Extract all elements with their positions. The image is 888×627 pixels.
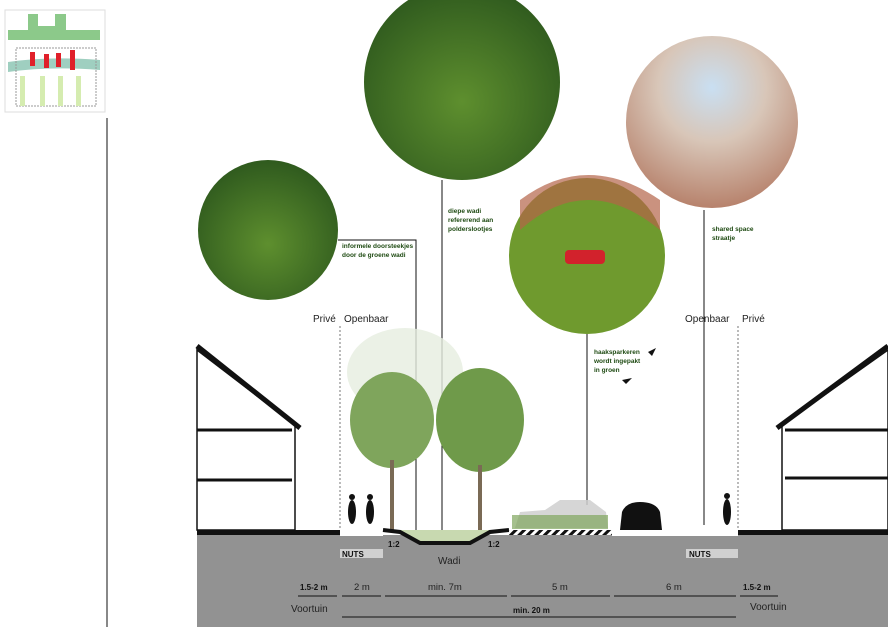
total-width-label: min. 20 m <box>513 606 550 615</box>
annotation-line: informele doorsteekjes <box>342 243 414 250</box>
annotation-line: door de groene wadi <box>342 252 406 259</box>
annotation-line: wordt ingepakt <box>593 358 641 365</box>
dimension-label: 1.5-2 m <box>300 583 328 592</box>
dimension-label: 1.5-2 m <box>743 583 771 592</box>
label-prive-right: Privé <box>742 314 765 325</box>
nuts-zone-right <box>686 549 738 558</box>
nuts-label: NUTS <box>342 550 364 559</box>
annotation-line: polderslootjes <box>448 226 493 233</box>
key-map <box>4 9 106 113</box>
house-right <box>775 343 888 531</box>
dimension-label: 5 m <box>552 582 568 593</box>
annotation-line: diepe wadi <box>448 208 481 215</box>
dimension-lines <box>298 595 778 618</box>
slope-label: 1:2 <box>388 540 400 549</box>
nuts-zone-left <box>340 549 383 558</box>
house-left <box>195 344 302 531</box>
slope-label: 1:2 <box>488 540 500 549</box>
photo-shared-space <box>626 36 798 208</box>
photo-informal-paths <box>198 160 338 300</box>
dimension-label: 6 m <box>666 582 682 593</box>
voortuin-left: Voortuin <box>291 604 328 615</box>
tree <box>350 372 434 468</box>
annotation-line: straatje <box>712 235 736 242</box>
annotation-line: shared space <box>712 226 754 233</box>
annotation-line: in groen <box>594 367 620 374</box>
car <box>620 502 662 530</box>
voortuin-right: Voortuin <box>750 602 787 613</box>
annotation-line: refererend aan <box>448 217 493 224</box>
label-prive-left: Privé <box>313 314 336 325</box>
ground <box>197 535 888 627</box>
dimension-label: min. 7m <box>428 582 462 593</box>
annotation-line: haaksparkeren <box>594 349 640 356</box>
tree <box>436 368 524 472</box>
label-openbaar-right: Openbaar <box>685 314 730 325</box>
dimension-label: 2 m <box>354 582 370 593</box>
nuts-label: NUTS <box>689 550 711 559</box>
wadi-label: Wadi <box>438 556 460 567</box>
photo-deep-wadi <box>364 0 560 180</box>
label-openbaar-left: Openbaar <box>344 314 389 325</box>
